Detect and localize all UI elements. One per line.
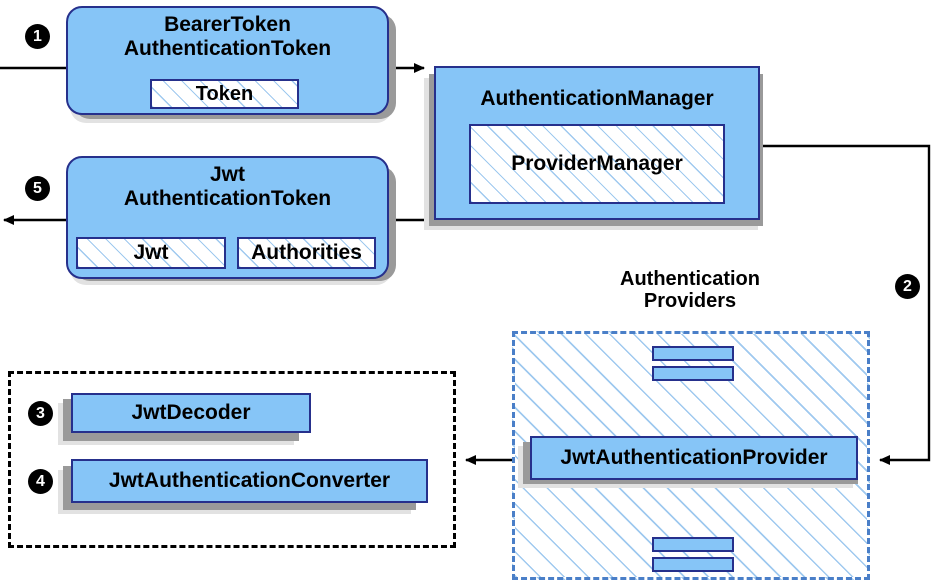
- step-marker-2-label: 2: [903, 278, 912, 295]
- jwt-token-field-jwt: Jwt: [76, 237, 226, 269]
- step-marker-3: 3: [28, 401, 53, 426]
- step-marker-5: 5: [25, 176, 50, 201]
- authentication-providers-caption-line1: Authentication: [620, 268, 760, 290]
- jwt-authentication-converter-label: JwtAuthenticationConverter: [108, 469, 391, 492]
- bearer-token-field-label: Token: [195, 82, 254, 105]
- jwt-authentication-provider-node[interactable]: JwtAuthenticationProvider: [530, 436, 858, 480]
- step-marker-1: 1: [25, 24, 50, 49]
- jwt-decoder-node[interactable]: JwtDecoder: [71, 393, 311, 433]
- jwt-authentication-provider-label: JwtAuthenticationProvider: [560, 446, 828, 469]
- jwt-decoder-label: JwtDecoder: [131, 401, 251, 424]
- step-marker-1-label: 1: [33, 28, 42, 45]
- step-marker-2: 2: [895, 274, 920, 299]
- jwt-token-field-authorities: Authorities: [237, 237, 376, 269]
- authentication-providers-caption: Authentication Providers: [588, 268, 792, 313]
- bearer-token-line2: AuthenticationToken: [123, 36, 332, 60]
- authentication-providers-caption-line2: Providers: [643, 290, 737, 313]
- provider-manager-label: ProviderManager: [511, 152, 683, 175]
- provider-placeholder-bar-bottom-2: [652, 557, 734, 572]
- provider-placeholder-bar-top-1: [652, 346, 734, 361]
- step-marker-3-label: 3: [36, 405, 45, 422]
- provider-placeholder-bar-bottom-1: [652, 537, 734, 552]
- jwt-authentication-converter-node[interactable]: JwtAuthenticationConverter: [71, 459, 428, 503]
- bearer-token-field: Token: [150, 79, 299, 109]
- provider-manager-field: ProviderManager: [469, 124, 725, 204]
- step-marker-4: 4: [28, 469, 53, 494]
- jwt-token-line2: AuthenticationToken: [123, 186, 332, 210]
- jwt-token-line1: Jwt: [209, 163, 245, 186]
- step-marker-5-label: 5: [33, 180, 42, 197]
- jwt-token-field-authorities-label: Authorities: [251, 241, 362, 264]
- jwt-token-field-jwt-label: Jwt: [133, 241, 169, 264]
- support-components-group: [8, 371, 456, 548]
- step-marker-4-label: 4: [36, 473, 45, 490]
- provider-placeholder-bar-top-2: [652, 366, 734, 381]
- bearer-token-line1: BearerToken: [164, 13, 291, 36]
- authentication-manager-title: AuthenticationManager: [480, 87, 714, 110]
